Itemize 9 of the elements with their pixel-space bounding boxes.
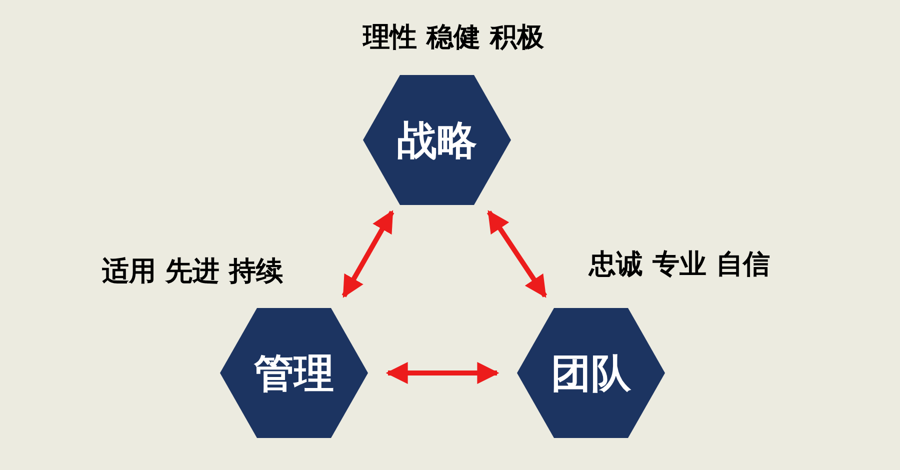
caption-text: 忠诚 专业 自信	[589, 248, 770, 282]
node-label: 战略	[397, 116, 477, 166]
caption-text: 适用 先进 持续	[102, 255, 283, 289]
double-arrow	[342, 210, 394, 298]
caption-text: 理性 稳健 积极	[363, 21, 544, 55]
node-label: 团队	[551, 350, 631, 398]
double-arrow	[486, 210, 548, 298]
double-arrow	[386, 362, 500, 384]
node-label: 管理	[254, 350, 334, 398]
